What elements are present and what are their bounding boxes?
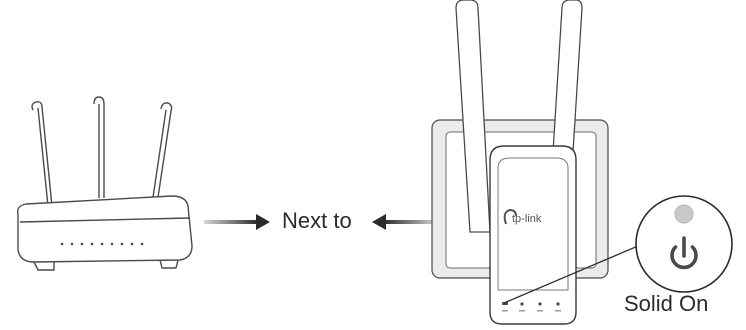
extender-brand-logo: tp-link bbox=[512, 213, 542, 225]
router-icon bbox=[16, 96, 193, 271]
arrow-right-icon bbox=[204, 214, 270, 230]
solid-on-label: Solid On bbox=[624, 291, 709, 316]
range-extender-icon bbox=[431, 0, 653, 325]
power-led bbox=[675, 205, 693, 223]
power-icon bbox=[670, 236, 698, 270]
arrow-left-icon bbox=[372, 214, 438, 230]
next-to-label: Next to bbox=[282, 208, 352, 233]
